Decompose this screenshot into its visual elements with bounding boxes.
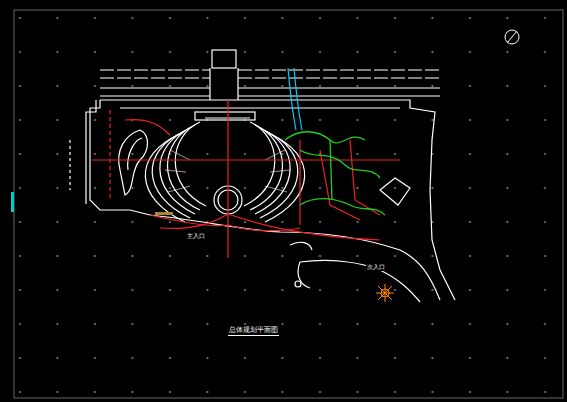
tree-symbol: [376, 284, 394, 302]
place-label: 主入口: [186, 233, 206, 240]
drawing-title: 总体规划平面图: [228, 327, 279, 336]
garden-path: [285, 132, 385, 215]
road: [70, 50, 455, 302]
axis: [92, 100, 400, 258]
bench: [155, 212, 173, 215]
stream: [288, 68, 302, 130]
place-label: 次入口: [366, 264, 386, 271]
north-arrow: [505, 30, 519, 44]
